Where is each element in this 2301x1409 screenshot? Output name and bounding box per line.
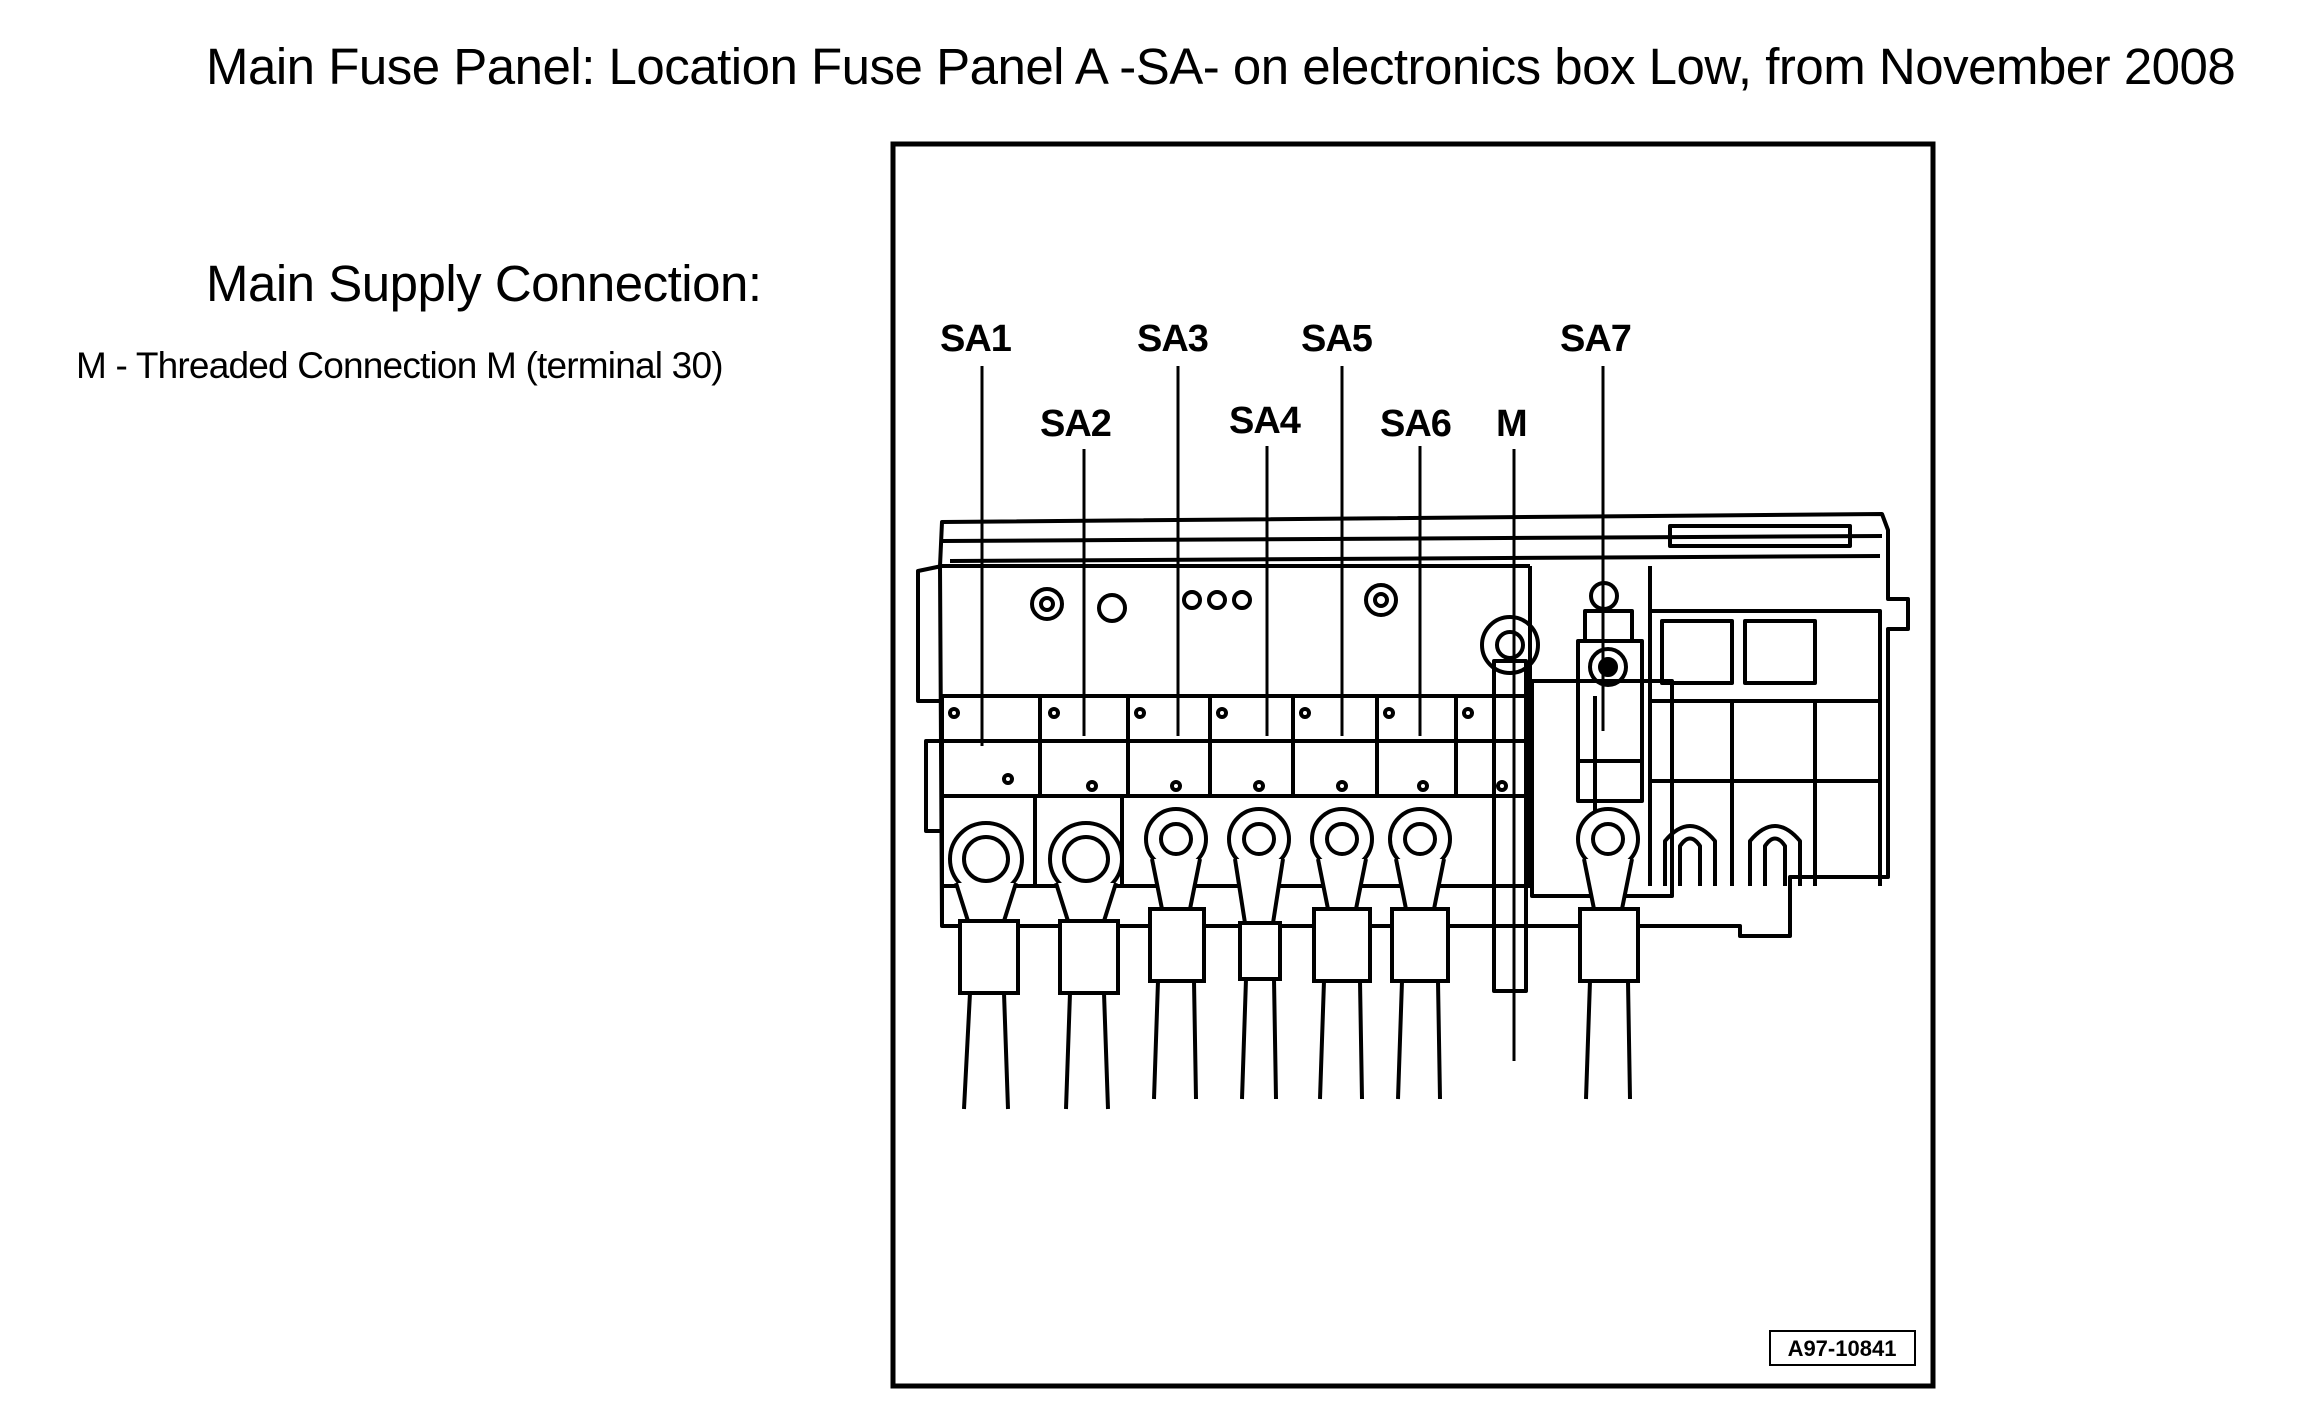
fuse-panel-illustration: SA1 SA2 SA3 SA4 SA5 SA6 M SA7 A97-10841 — [890, 141, 1936, 1389]
callout-m: M — [1496, 403, 1527, 445]
callout-sa6: SA6 — [1380, 403, 1451, 445]
callout-sa5: SA5 — [1301, 318, 1373, 360]
callout-sa2: SA2 — [1040, 403, 1111, 445]
callout-sa7: SA7 — [1560, 318, 1631, 360]
callout-sa3: SA3 — [1137, 318, 1208, 360]
reference-code: A97-10841 — [1788, 1336, 1897, 1361]
housing-outline — [938, 512, 1910, 938]
reference-code-box — [1769, 1330, 1916, 1366]
diagram-frame — [890, 141, 1936, 1389]
callout-sa1: SA1 — [940, 318, 1012, 360]
page-title: Main Fuse Panel: Location Fuse Panel A -… — [206, 38, 2236, 95]
section-heading: Main Supply Connection: — [206, 255, 762, 312]
legend-item-m: M - Threaded Connection M (terminal 30) — [76, 345, 724, 386]
callout-sa4: SA4 — [1229, 400, 1301, 442]
fuse-panel-diagram: SA1 SA2 SA3 SA4 SA5 SA6 M SA7 A97-10841 — [890, 141, 1936, 1391]
